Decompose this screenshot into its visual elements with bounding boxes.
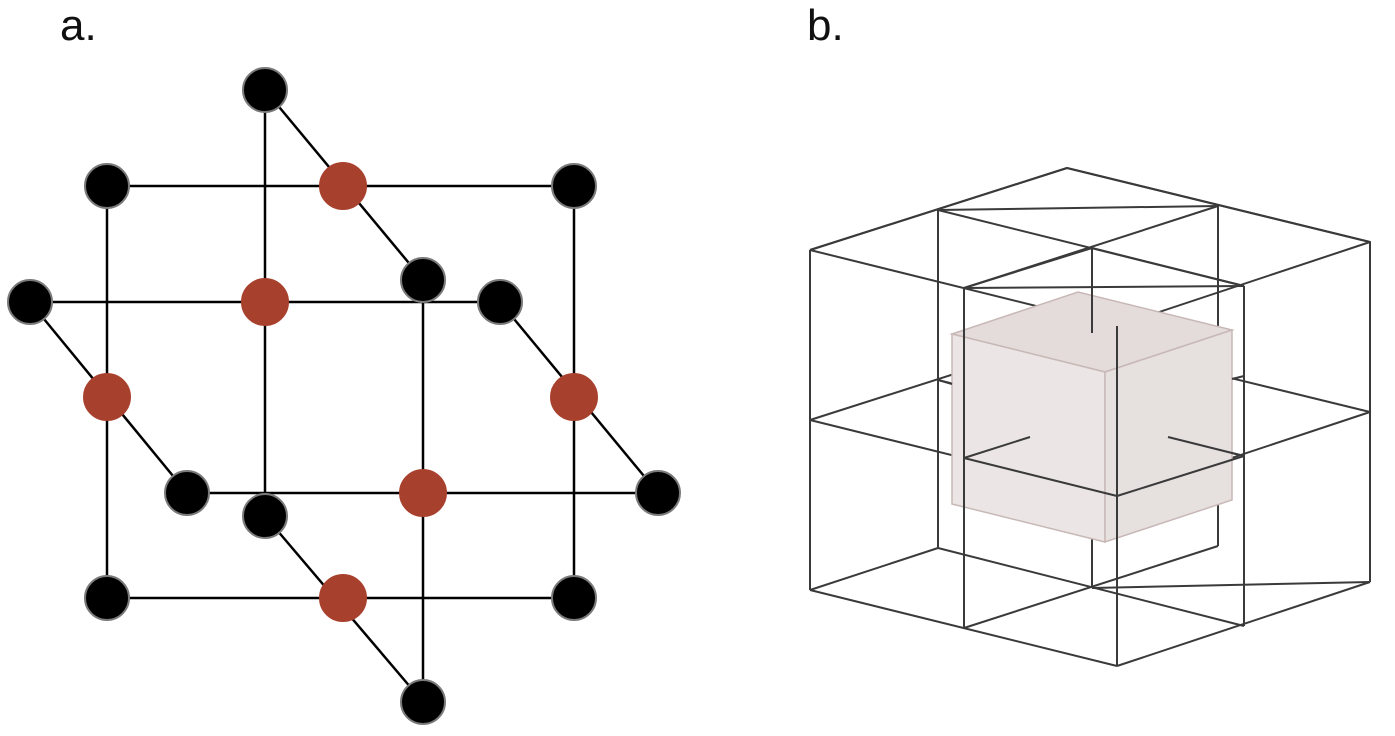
- red-node: [399, 469, 447, 517]
- red-node: [319, 162, 367, 210]
- black-node: [84, 163, 130, 209]
- black-node: [7, 279, 53, 325]
- red-node: [319, 574, 367, 622]
- black-node: [84, 575, 130, 621]
- panel-label-b: b.: [807, 1, 844, 50]
- black-node: [477, 279, 523, 325]
- grid-edge: [1091, 247, 1245, 287]
- grid-edge: [963, 457, 1118, 497]
- black-node: [400, 257, 446, 303]
- red-node: [241, 278, 289, 326]
- grid-edge: [963, 545, 1219, 629]
- black-node: [551, 163, 597, 209]
- red-node: [83, 373, 131, 421]
- grid-edge: [963, 247, 1093, 289]
- black-node: [400, 679, 446, 725]
- black-node: [551, 575, 597, 621]
- panel-label-a: a.: [60, 1, 97, 50]
- red-node: [550, 373, 598, 421]
- panel-a-nodes: [7, 67, 681, 725]
- grid-edge: [937, 379, 953, 385]
- grid-edge: [1091, 581, 1371, 589]
- black-node: [164, 470, 210, 516]
- panel-b-grid-front: [937, 248, 1245, 666]
- grid-edge: [937, 205, 1219, 211]
- grid-edge: [1116, 455, 1245, 497]
- grid-edge: [809, 547, 939, 591]
- black-node: [635, 470, 681, 516]
- grid-edge: [1167, 436, 1245, 457]
- grid-edge: [963, 436, 1031, 459]
- black-node: [242, 493, 288, 539]
- grid-edge: [1231, 375, 1245, 380]
- grid-edge: [963, 285, 1245, 289]
- black-node: [242, 67, 288, 113]
